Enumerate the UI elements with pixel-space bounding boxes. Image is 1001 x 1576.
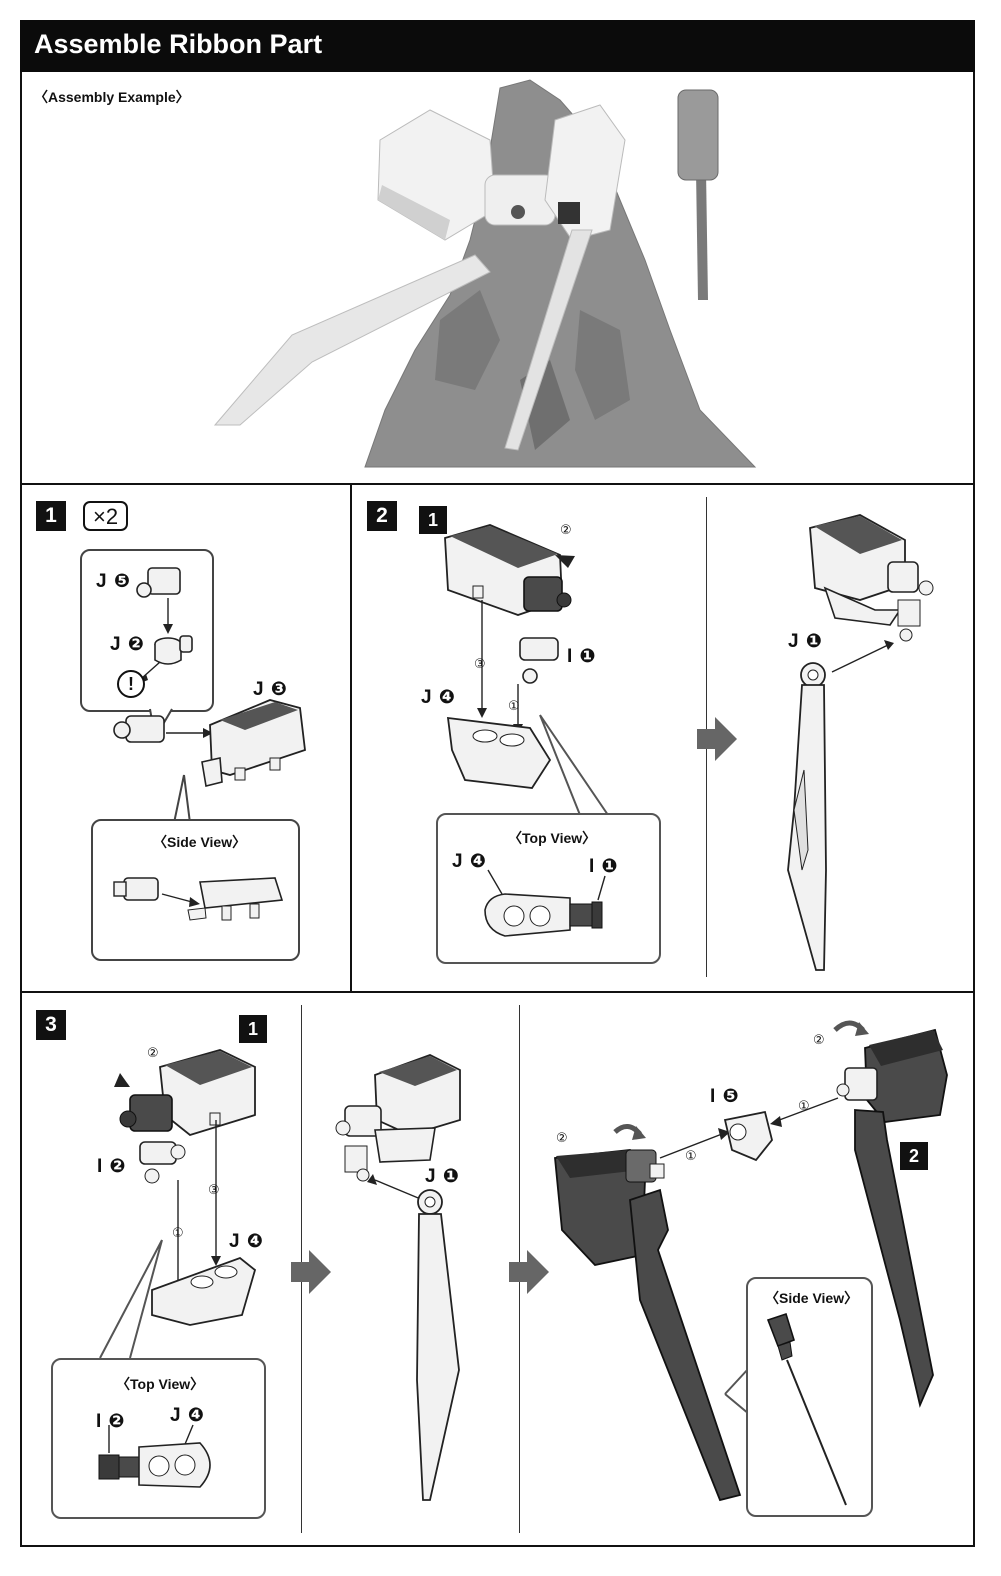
side-view-diagram-step3 xyxy=(766,1312,847,1506)
step2-j4-assembly xyxy=(446,600,559,789)
step3-j4-assembly xyxy=(139,1120,257,1326)
step3-order-marker-3: ③ xyxy=(208,1182,220,1197)
side-view-label-step3: 〈Side View〉 xyxy=(765,1290,859,1306)
page-title: Assemble Ribbon Part xyxy=(34,29,323,59)
step2-subassembly-ref: 1 xyxy=(419,506,447,534)
title-bar: Assemble Ribbon Part xyxy=(20,20,975,72)
divider-example xyxy=(20,483,975,485)
step2-j3-housing xyxy=(444,524,575,616)
top-view-diagram-step2 xyxy=(484,869,606,937)
final-order-marker-1-right: ① xyxy=(798,1098,810,1113)
step3-part-label-j4: J ❹ xyxy=(229,1231,264,1252)
top-view-pointer-step3 xyxy=(99,1239,163,1359)
side-view-pointer xyxy=(173,774,191,824)
final-side-view-pointer xyxy=(724,1367,750,1415)
step-3-badge: 3 xyxy=(36,1010,66,1040)
top-view-part-i1: I ❶ xyxy=(589,856,619,877)
step3-part-label-i2: I ❷ xyxy=(97,1156,127,1177)
final-connector-parts xyxy=(659,1097,839,1162)
part-label-i1: I ❶ xyxy=(567,646,597,667)
side-view-diagram-step1 xyxy=(113,877,284,921)
assembly-example-illustration xyxy=(213,79,757,468)
part-label-j2: J ❷ xyxy=(110,634,145,655)
step3-subassembly-ref-2: 2 xyxy=(900,1142,928,1170)
side-view-label-step1: 〈Side View〉 xyxy=(153,834,247,850)
final-order-marker-1-left: ① xyxy=(685,1148,697,1163)
divider-steps xyxy=(20,991,975,993)
top-view-callout-step2 xyxy=(436,813,661,964)
top-view-label-step2: 〈Top View〉 xyxy=(508,830,597,846)
step3-j3-housing xyxy=(114,1049,256,1137)
side-view-callout-step3 xyxy=(746,1277,873,1517)
top-view-label-step3: 〈Top View〉 xyxy=(116,1376,205,1392)
assembly-example-label: 〈Assembly Example〉 xyxy=(34,89,190,105)
top-view-pointer-step2 xyxy=(539,714,609,816)
step3-part-label-j1: J ❶ xyxy=(425,1166,460,1187)
step3-middle-result xyxy=(335,1054,461,1501)
step2-result-diagram xyxy=(787,514,934,971)
final-order-marker-2-left: ② xyxy=(556,1130,568,1145)
top-view-callout-step3 xyxy=(51,1358,266,1519)
step2-next-arrow xyxy=(697,717,737,761)
step-1-badge: 1 xyxy=(36,501,66,531)
part-label-j5: J ❺ xyxy=(96,571,131,592)
top-view-part-j4: J ❹ xyxy=(452,851,487,872)
step-2-badge: 2 xyxy=(367,501,397,531)
quantity-multiplier: ×2 xyxy=(83,501,129,531)
final-part-label-i5: I ❺ xyxy=(710,1086,740,1107)
order-marker-3: ③ xyxy=(474,656,486,671)
divider-step1-step2 xyxy=(350,483,352,991)
step3-next-arrow-1 xyxy=(291,1250,331,1294)
final-right-ribbon xyxy=(833,1020,948,1408)
final-order-marker-2-right: ② xyxy=(813,1032,825,1047)
step3-order-marker-2: ② xyxy=(147,1045,159,1060)
final-left-ribbon xyxy=(554,1124,742,1502)
top-view-part-j4-step3: J ❹ xyxy=(170,1405,205,1426)
part-label-j4: J ❹ xyxy=(421,687,456,708)
caution-icon: ! xyxy=(117,670,145,698)
j5-j2-assembly-diagram xyxy=(136,567,193,684)
detail-callout xyxy=(80,549,214,712)
step3-next-arrow-2 xyxy=(509,1250,549,1294)
step1-main-assembly xyxy=(113,699,306,787)
order-marker-2: ② xyxy=(560,522,572,537)
order-marker-1: ① xyxy=(508,698,520,713)
step3-subassembly-ref: 1 xyxy=(239,1015,267,1043)
top-view-part-i2: I ❷ xyxy=(96,1411,126,1432)
top-view-diagram-step3 xyxy=(98,1424,211,1488)
part-label-j3: J ❸ xyxy=(253,679,288,700)
part-label-j1-step2: J ❶ xyxy=(788,631,823,652)
step3-order-marker-1: ① xyxy=(172,1225,184,1240)
